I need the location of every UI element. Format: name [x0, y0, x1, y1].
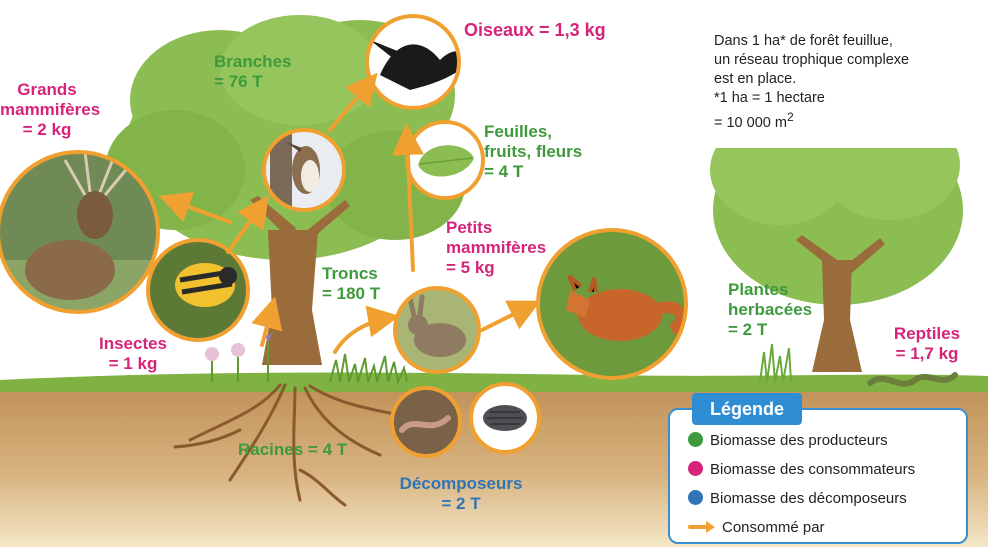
legend-label: Biomasse des consommateurs — [710, 461, 915, 478]
info-area-exponent: 2 — [787, 110, 794, 124]
info-area-value: = 10 000 m — [714, 115, 787, 131]
legend-label: Biomasse des décomposeurs — [710, 490, 907, 507]
consumer-dot-icon — [688, 461, 703, 476]
label-racines: Racines = 4 T — [238, 440, 347, 460]
bee-photo — [148, 240, 248, 340]
label-branches: Branches = 76 T — [214, 52, 291, 92]
leaf-icon — [407, 122, 483, 198]
legend-title: Légende — [692, 393, 802, 425]
info-line: est en place. — [714, 70, 960, 89]
legend-item-producers: Biomasse des producteurs — [688, 432, 888, 450]
info-line: un réseau trophique complexe — [714, 51, 960, 70]
rabbit-photo — [395, 288, 479, 372]
legend-item-decomposers: Biomasse des décomposeurs — [688, 490, 907, 508]
earthworm-photo — [392, 388, 460, 456]
label-petits-mammiferes: Petits mammifères = 5 kg — [446, 218, 546, 278]
producer-dot-icon — [688, 432, 703, 447]
legend-label: Consommé par — [722, 519, 825, 536]
legend-label: Biomasse des producteurs — [710, 432, 888, 449]
woodlouse-photo — [471, 384, 539, 452]
fox-photo — [538, 230, 686, 378]
arrow-icon — [688, 519, 716, 535]
info-line: = 10 000 m2 — [714, 108, 960, 133]
legend-item-arrow: Consommé par — [688, 519, 825, 537]
info-box: Dans 1 ha* de forêt feuillue, un réseau … — [706, 26, 968, 148]
label-insectes: Insectes = 1 kg — [92, 334, 174, 374]
decomposer-dot-icon — [688, 490, 703, 505]
info-line: Dans 1 ha* de forêt feuillue, — [714, 32, 960, 51]
info-line: *1 ha = 1 hectare — [714, 89, 960, 108]
legend-item-consumers: Biomasse des consommateurs — [688, 461, 915, 479]
label-reptiles: Reptiles = 1,7 kg — [882, 324, 972, 364]
label-grands-mammiferes: Grands mammifères = 2 kg — [0, 80, 94, 140]
label-troncs: Troncs = 180 T — [322, 264, 380, 304]
label-feuilles: Feuilles, fruits, fleurs = 4 T — [484, 122, 582, 182]
label-oiseaux: Oiseaux = 1,3 kg — [464, 20, 606, 40]
treecreeper-photo — [264, 130, 344, 210]
label-plantes: Plantes herbacées = 2 T — [728, 280, 812, 340]
label-decomposeurs: Décomposeurs = 2 T — [394, 474, 528, 514]
